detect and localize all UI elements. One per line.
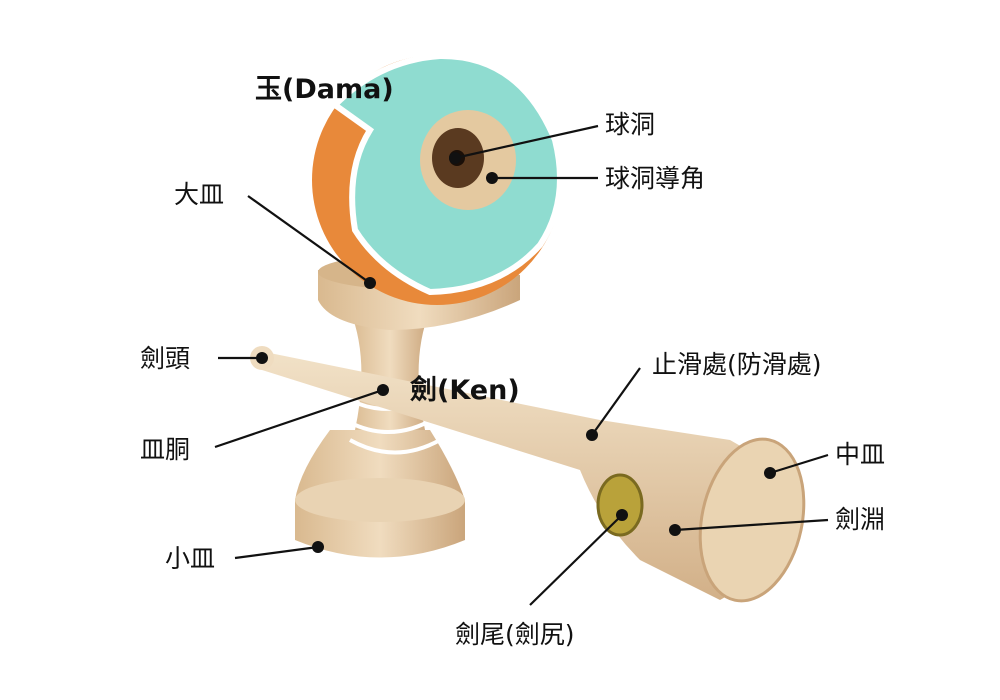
leader-lines [214,124,829,606]
label-grip: 止滑處(防滑處) [652,350,822,379]
label-ana-chamfer: 球洞導角 [605,164,706,193]
label-ken: 劍(Ken) [410,375,520,406]
label-sarado: 皿胴 [140,435,191,464]
label-kensaki: 劍頭 [140,344,191,373]
label-ozara: 大皿 [174,180,225,209]
label-dama: 玉(Dama) [255,74,394,105]
label-chuzara: 中皿 [835,440,886,469]
label-ana: 球洞 [605,110,656,139]
label-kenmizo: 劍淵 [835,505,886,534]
kozara-cup [295,430,465,558]
dama-ball [312,52,563,305]
ken-spike [250,346,806,603]
label-kozara: 小皿 [165,544,216,573]
label-kenjiri: 劍尾(劍尻) [455,620,575,649]
leader-dots [256,152,776,553]
